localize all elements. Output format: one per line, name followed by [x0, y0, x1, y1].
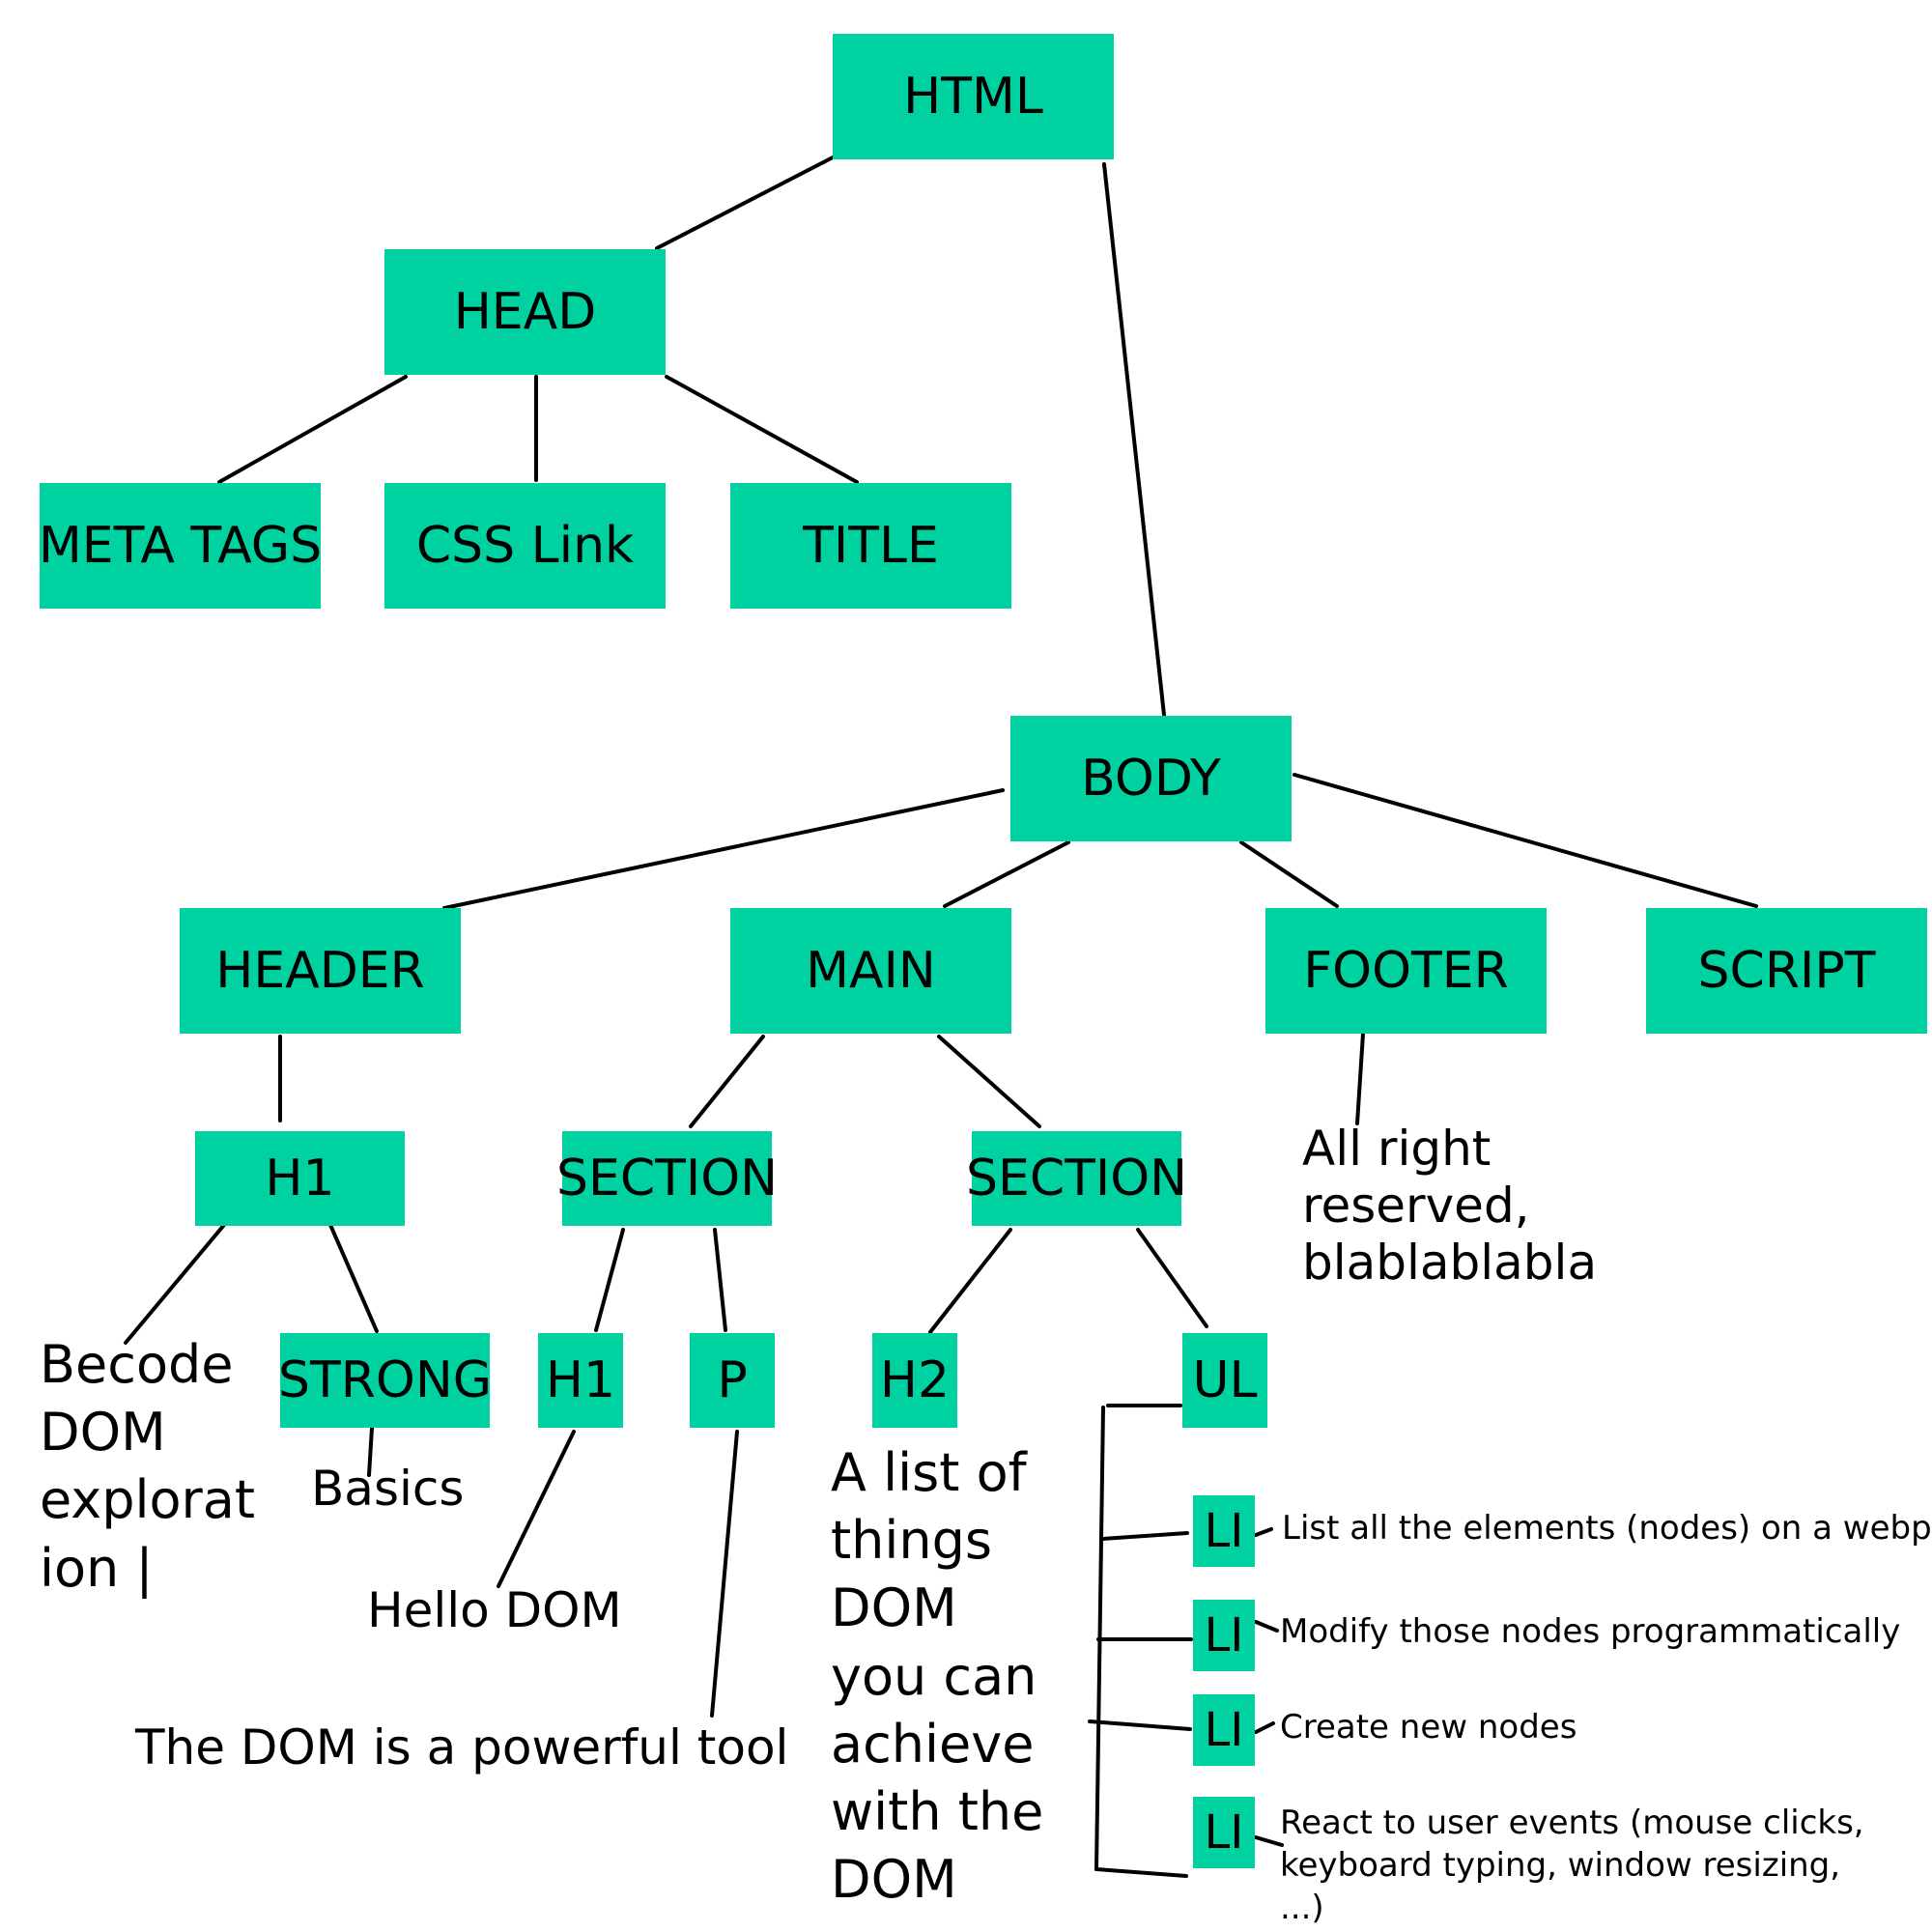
li-2-text: Modify those nodes programmatically: [1280, 1612, 1901, 1651]
edge-li2-text: [1254, 1620, 1279, 1633]
node-p: P: [690, 1333, 775, 1428]
edge-sectionh1-text: [497, 1430, 576, 1588]
edge-p-text: [710, 1430, 739, 1718]
h2-text: A list of things DOM you can achieve wit…: [831, 1442, 1044, 1911]
node-header: HEADER: [180, 908, 461, 1034]
node-section-1: SECTION: [556, 1131, 778, 1226]
edge-li3-text: [1254, 1721, 1275, 1734]
edge-body-footer: [1239, 840, 1339, 908]
strong-text: Basics: [311, 1461, 465, 1517]
edge-head-title: [665, 375, 859, 484]
footer-text: All right reserved, blablablabla: [1302, 1121, 1598, 1291]
edge-html-head: [655, 156, 835, 250]
edge-body-script: [1293, 773, 1758, 908]
edge-section2-ul: [1136, 1228, 1208, 1328]
node-body: BODY: [1010, 716, 1292, 841]
edge-head-meta: [217, 375, 408, 484]
edge-html-body: [1102, 162, 1166, 717]
node-head: HEAD: [384, 249, 666, 375]
edge-main-section1: [689, 1035, 765, 1128]
edge-section2-h2: [928, 1228, 1012, 1334]
node-li-4: LI: [1193, 1797, 1255, 1868]
edge-spine-li3: [1088, 1719, 1192, 1731]
edge-section1-h1: [594, 1228, 625, 1332]
edge-strong-text: [367, 1426, 374, 1477]
node-section-2: SECTION: [966, 1131, 1187, 1226]
node-header-h1: H1: [195, 1131, 405, 1226]
edge-main-section2: [937, 1035, 1041, 1128]
edge-footer-text: [1355, 1032, 1365, 1125]
node-li-1: LI: [1193, 1495, 1255, 1567]
section-h1-text: Hello DOM: [367, 1582, 622, 1638]
edge-body-header: [442, 788, 1005, 910]
header-h1-text: Becode DOM explorat ion |: [40, 1334, 256, 1599]
node-li-2: LI: [1193, 1600, 1255, 1671]
node-li-3: LI: [1193, 1694, 1255, 1766]
edge-body-main: [943, 840, 1070, 908]
li-3-text: Create new nodes: [1280, 1708, 1577, 1747]
node-main: MAIN: [730, 908, 1011, 1034]
node-strong: STRONG: [278, 1333, 492, 1428]
edge-li4-text: [1254, 1835, 1284, 1847]
li-4-text: React to user events (mouse clicks, keyb…: [1280, 1804, 1864, 1928]
edge-spine-li4: [1094, 1867, 1188, 1878]
node-section-h1: H1: [538, 1333, 623, 1428]
edge-li1-text: [1254, 1527, 1273, 1537]
li-1-text: List all the elements (nodes) on a webpa…: [1282, 1509, 1932, 1548]
node-h2: H2: [872, 1333, 957, 1428]
node-script: SCRIPT: [1646, 908, 1927, 1034]
edge-spine-li1: [1101, 1531, 1189, 1541]
edge-section1-p: [713, 1228, 727, 1332]
edge-h1-strong: [328, 1223, 379, 1333]
p-text: The DOM is a powerful tool: [135, 1719, 789, 1776]
node-meta-tags: META TAGS: [39, 483, 322, 609]
node-footer: FOOTER: [1265, 908, 1547, 1034]
edge-h1-text: [124, 1223, 226, 1345]
node-css-link: CSS Link: [384, 483, 666, 609]
node-html: HTML: [833, 34, 1114, 159]
node-title: TITLE: [730, 483, 1011, 609]
node-ul: UL: [1182, 1333, 1267, 1428]
